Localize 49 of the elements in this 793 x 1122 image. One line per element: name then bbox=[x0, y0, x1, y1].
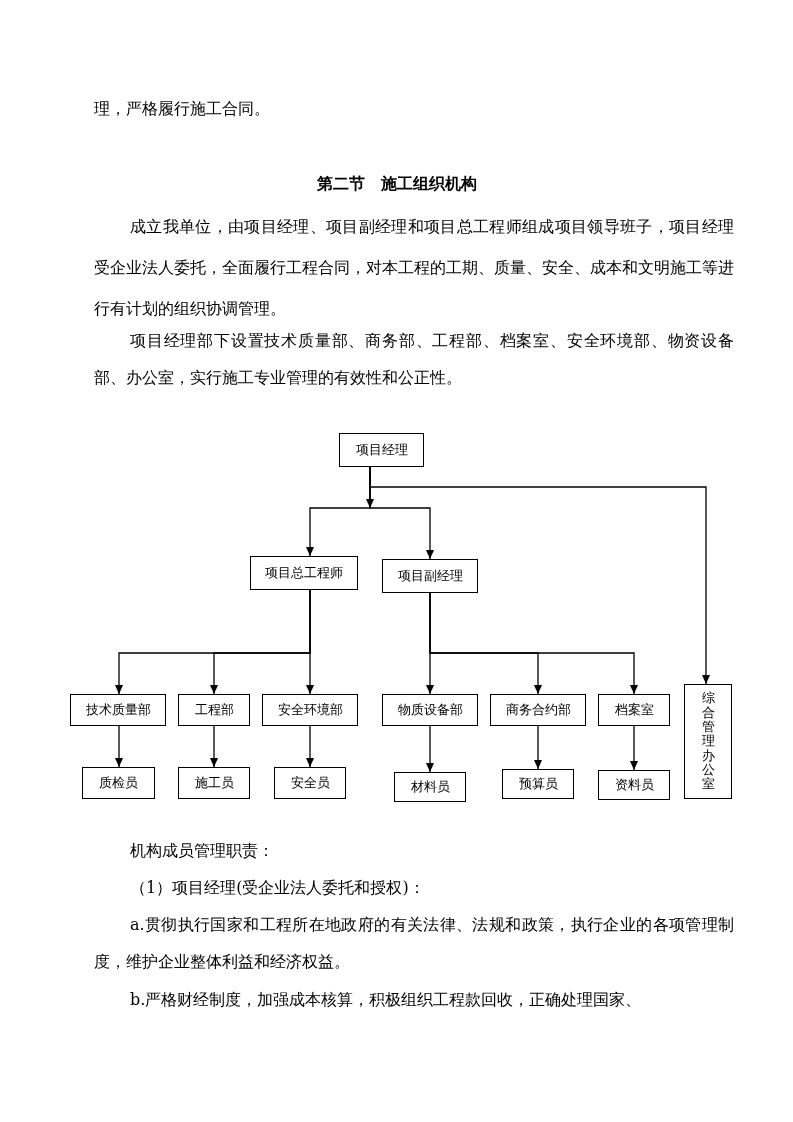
org-box bbox=[178, 767, 250, 799]
paragraph: （1）项目经理(受企业法人委托和授权)： bbox=[129, 877, 426, 899]
org-box bbox=[502, 769, 574, 799]
arrow bbox=[534, 725, 542, 770]
box-label: 档案室 bbox=[614, 701, 654, 720]
paragraph: 理，严格履行施工合同。 bbox=[94, 98, 271, 120]
box-label: 施工员 bbox=[194, 774, 234, 793]
arrow bbox=[369, 466, 710, 685]
arrow bbox=[210, 725, 218, 768]
org-box bbox=[382, 559, 478, 593]
paragraph: a.贯彻执行国家和工程所在地政府的有关法律、法规和政策，执行企业的各项管理制度，维护企业整体利益和经济权益。 bbox=[94, 914, 734, 973]
arrow bbox=[115, 725, 123, 768]
box-label: 资料员 bbox=[614, 776, 654, 795]
org-box bbox=[339, 433, 424, 467]
box-label: 项目总工程师 bbox=[265, 564, 343, 583]
org-box bbox=[598, 770, 670, 800]
box-label: 综合管理办公室 bbox=[701, 691, 715, 792]
org-box bbox=[178, 694, 250, 726]
arrow bbox=[306, 589, 314, 695]
box-label: 预算员 bbox=[518, 775, 558, 794]
paragraph: 项目经理部下设置技术质量部、商务部、工程部、档案室、安全环境部、物资设备部、办公室，实行施工专业管理的有效性和公正性。 bbox=[94, 330, 734, 389]
box-label: 质检员 bbox=[99, 774, 138, 793]
org-box bbox=[684, 684, 732, 799]
paragraph: b.严格财经制度，加强成本核算，积极组织工程款回收，正确处理国家、 bbox=[129, 989, 643, 1011]
box-label: 技术质量部 bbox=[85, 701, 151, 720]
arrow bbox=[429, 592, 638, 695]
box-label: 物质设备部 bbox=[397, 701, 463, 720]
org-box bbox=[490, 694, 586, 726]
box-label: 工程部 bbox=[194, 701, 234, 720]
section-heading: 第二节 施工组织机构 bbox=[315, 173, 478, 195]
org-box bbox=[598, 694, 670, 726]
paragraph: 成立我单位，由项目经理、项目副经理和项目总工程师组成项目领导班子，项目经理受企业法人委托，全面履行工程合同，对本工程的工期、质量、安全、成本和文明施工等进行有计划的组织协调管理。 bbox=[94, 216, 734, 320]
org-box bbox=[82, 767, 155, 799]
box-label: 商务合约部 bbox=[505, 701, 571, 720]
org-box bbox=[274, 767, 346, 799]
org-box bbox=[382, 694, 478, 726]
arrow bbox=[426, 725, 434, 773]
org-box bbox=[262, 694, 358, 726]
org-box bbox=[394, 772, 466, 802]
arrow bbox=[306, 725, 314, 768]
box-label: 安全环境部 bbox=[277, 701, 343, 720]
org-box bbox=[250, 556, 358, 590]
box-label: 项目副经理 bbox=[397, 567, 463, 586]
box-label: 材料员 bbox=[410, 778, 450, 797]
box-label: 项目经理 bbox=[355, 441, 408, 460]
box-label: 安全员 bbox=[290, 774, 330, 793]
org-box bbox=[70, 694, 166, 726]
arrow bbox=[630, 725, 638, 771]
paragraph: 机构成员管理职责： bbox=[129, 840, 275, 862]
